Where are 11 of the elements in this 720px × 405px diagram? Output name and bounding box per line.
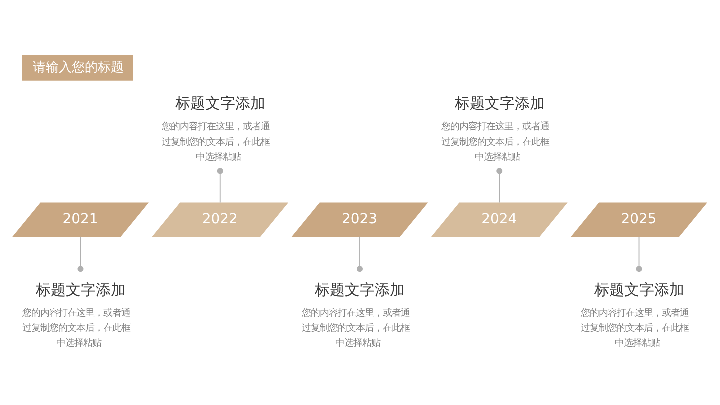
node-text: 标题文字添加 您的内容打在这里，或者通过复制您的文本后，在此框中选择粘贴 bbox=[441, 94, 550, 163]
connector bbox=[356, 236, 364, 272]
connector bbox=[217, 168, 224, 204]
node-text: 标题文字添加 您的内容打在这里，或者通过复制您的文本后，在此框中选择粘贴 bbox=[162, 94, 270, 163]
node-text: 标题文字添加 您的内容打在这里，或者通过复制您的文本后，在此框中选择粘贴 bbox=[581, 280, 690, 350]
connector bbox=[496, 168, 503, 204]
diagram-title: 请输入您的标题 bbox=[32, 60, 124, 76]
node-text: 标题文字添加 您的内容打在这里，或者通过复制您的文本后，在此框中选择粘贴 bbox=[302, 280, 410, 350]
node-text: 标题文字添加 您的内容打在这里，或者通过复制您的文本后，在此框中选择粘贴 bbox=[22, 280, 131, 350]
connector bbox=[636, 236, 642, 272]
connector bbox=[78, 236, 84, 272]
